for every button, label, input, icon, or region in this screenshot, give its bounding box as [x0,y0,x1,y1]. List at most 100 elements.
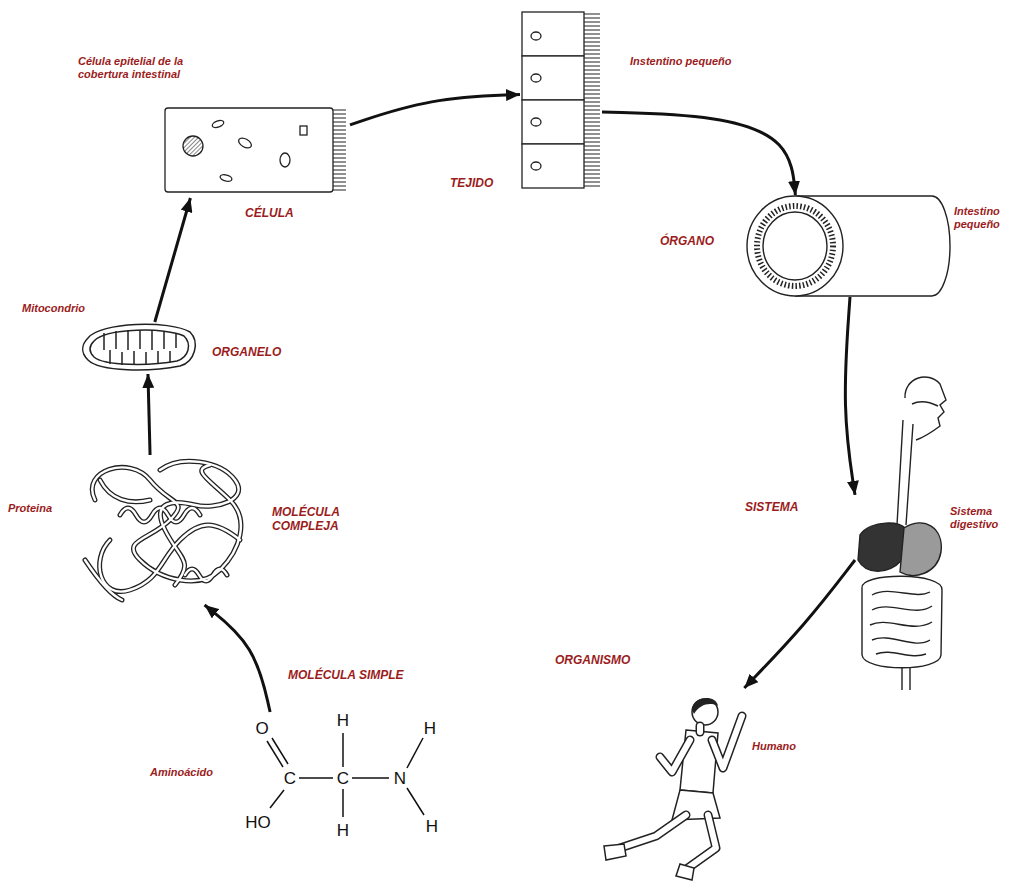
amino-acid-bonds-part [352,777,389,779]
tissue-drawing-part [522,100,584,144]
example-label: Instentino pequeño [630,55,731,68]
digestive-system-drawing-part [870,591,932,655]
level-label: MOLÉCULA COMPLEJA [272,505,364,534]
cell-drawing [165,108,346,192]
example-label: Mitocondrio [22,302,85,315]
level-arrow [845,297,855,495]
cell-drawing-part [280,153,290,167]
digestive-system-drawing-part [858,523,906,571]
tissue-drawing-part [531,162,541,170]
example-label: Célula epitelial de la cobertura intesti… [78,55,228,81]
level-arrow [350,94,520,124]
limb-fill [614,716,742,868]
level-arrow [602,112,795,195]
tissue-drawing-part [584,12,600,188]
amino-acid-bonds-part [407,788,424,815]
organ-drawing-part [763,212,827,280]
atom-symbol: C [284,770,296,787]
cell-drawing-part [165,108,333,192]
human-drawing-part [692,699,718,725]
mitochondrion-drawing-part [104,330,176,350]
level-label: CÉLULA [245,206,294,220]
atom-symbol: H [424,720,436,737]
digestive-system-drawing-part [905,377,946,440]
human-drawing-part [692,698,718,714]
level-label: ORGANELO [212,345,281,359]
tissue-drawing-part [531,74,541,82]
protein-ribbon-fill [85,461,241,600]
cell-drawing-part [183,136,203,156]
organism: ORGANISMOHumano [600,688,795,883]
level-arrow [148,374,150,455]
digestive-system-drawing-part [902,668,910,690]
tissue: Instentino pequeñoTEJIDO [520,8,602,192]
organ: Intestino pequeñoÓRGANO [745,195,955,297]
human-drawing-part [604,844,626,860]
amino-acid-bonds-part [342,733,344,767]
example-label: Aminoácido [150,766,213,779]
level-arrow [744,560,855,688]
atom-symbol: H [337,712,349,729]
mitochondrion-drawing-part [110,350,170,365]
organ-system: SISTEMASistema digestivo [855,372,948,692]
level-arrow [205,605,271,712]
amino-acid-bonds-part [299,777,333,779]
organ-drawing [747,196,950,296]
organ-drawing-part [747,196,843,296]
level-label: TEJIDO [450,176,493,190]
digestive-system-drawing-part [912,402,938,406]
tissue-drawing-part [531,118,541,126]
cell-drawing-part [219,174,232,183]
human-drawing [604,698,742,880]
mitochondrion: MitocondrioORGANELO [78,322,198,374]
tissue-drawing [522,12,600,188]
tissue-drawing-part [522,144,584,188]
amino-acid-bonds [267,733,424,817]
atom-symbol: C [337,770,349,787]
digestive-system-drawing [858,377,946,690]
digestive-system-drawing-part [900,523,941,576]
protein-drawing [85,461,241,600]
human-drawing-part [676,864,694,880]
level-arrow [155,198,191,322]
tissue-drawing-part [531,32,541,40]
cell-drawing-part [333,109,346,191]
example-label: Intestino pequeño [954,205,1020,231]
amino-acid-bonds-part [270,790,284,808]
protein: ProteinaMOLÉCULA COMPLEJA [75,455,255,605]
level-label: SISTEMA [745,500,798,514]
connector-group [148,94,855,712]
digestive-system-drawing-part [862,576,942,668]
cell-drawing-part [211,119,224,129]
cell-drawing-part [237,136,253,150]
protein-ribbon-outline [85,461,241,600]
amino-acid-bonds-part [342,789,344,817]
level-label: MOLÉCULA SIMPLE [288,668,404,682]
atom-symbol: N [394,770,406,787]
atom-symbol: H [426,818,438,835]
atom-symbol: O [255,720,268,737]
cell-drawing-part [300,126,307,135]
level-label: ÓRGANO [660,234,714,248]
epithelial-cell: Célula epitelial de la cobertura intesti… [160,103,350,198]
mitochondrion-drawing-part [90,330,189,364]
limb-outline [614,716,742,868]
example-label: Humano [752,740,796,753]
level-label: ORGANISMO [555,653,630,667]
amino-acid-bonds-part [272,738,288,764]
tissue-drawing-part [522,12,584,56]
atom-symbol: H [337,822,349,839]
digestive-system-drawing-part [897,420,913,525]
atom-symbol: HO [245,814,271,831]
mitochondrion-drawing-part [83,324,195,370]
organ-drawing-part [757,206,833,286]
mitochondrion-drawing [83,324,195,370]
amino-acid-bonds-part [267,741,283,767]
example-label: Proteina [8,502,52,515]
tissue-drawing-part [522,56,584,100]
amino-acid-bonds-part [407,738,423,768]
example-label: Sistema digestivo [950,505,1020,531]
